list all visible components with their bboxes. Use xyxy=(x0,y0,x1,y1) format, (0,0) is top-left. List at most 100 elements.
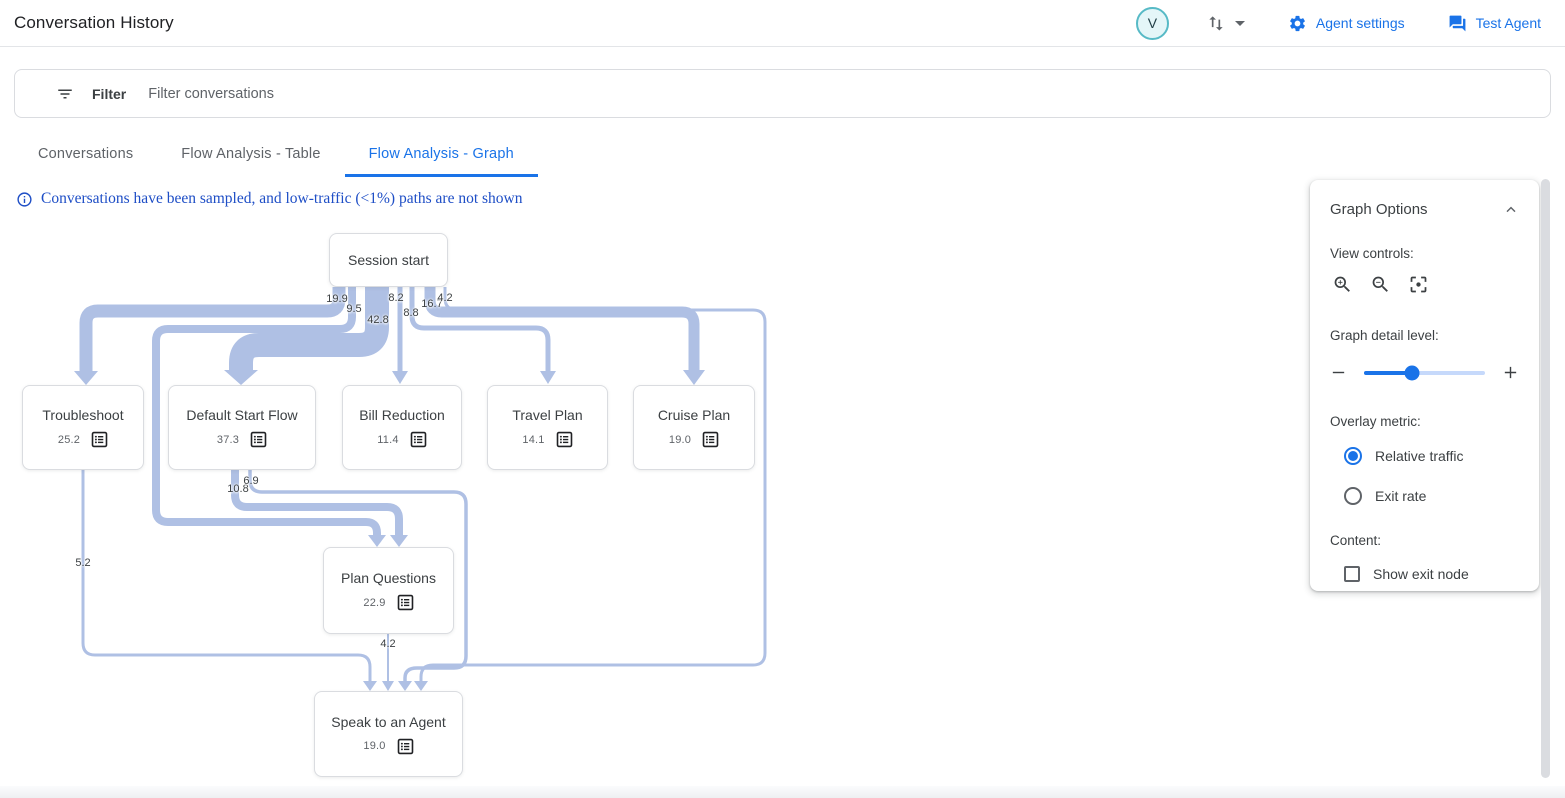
node-title: Session start xyxy=(348,252,429,268)
list-alt-icon[interactable] xyxy=(556,431,573,448)
top-bar-actions: V Agent settings Test Agent xyxy=(1135,6,1541,40)
edge-label: 10.8 xyxy=(227,483,249,495)
agent-settings-label: Agent settings xyxy=(1315,15,1405,31)
filter-conversations-input[interactable]: Filter conversations xyxy=(148,85,274,102)
node-value: 37.3 xyxy=(216,433,240,446)
node-title: Speak to an Agent xyxy=(331,713,446,730)
filter-bar[interactable]: Filter Filter conversations xyxy=(14,69,1551,118)
node-meta: 37.3 xyxy=(217,431,267,448)
radio-relative-traffic[interactable]: Relative traffic xyxy=(1344,447,1519,465)
node-title: Bill Reduction xyxy=(359,407,445,423)
node-troubleshoot[interactable]: Troubleshoot 25.2 xyxy=(22,385,144,470)
vertical-scrollbar[interactable] xyxy=(1541,179,1550,778)
agent-settings-button[interactable]: Agent settings xyxy=(1288,14,1405,33)
radio-icon-unselected[interactable] xyxy=(1344,487,1362,505)
node-meta: 19.0 xyxy=(363,738,413,755)
node-meta: 14.1 xyxy=(522,431,572,448)
edge-label: 8.8 xyxy=(403,307,419,319)
node-value: 11.4 xyxy=(377,433,399,446)
avatar[interactable]: V xyxy=(1135,6,1169,40)
arrow-troubleshoot xyxy=(74,371,98,385)
checkbox-icon[interactable] xyxy=(1344,566,1360,582)
checkbox-label: Show exit node xyxy=(1373,566,1469,582)
slider-thumb[interactable] xyxy=(1404,365,1420,380)
list-alt-icon[interactable] xyxy=(397,594,414,611)
edge-default-start-flow-to-plan-questions xyxy=(231,470,403,536)
radio-icon-selected[interactable] xyxy=(1344,447,1362,465)
flow-graph[interactable]: 19.9 9.5 42.8 8.2 8.8 16.7 4.2 10.8 6.9 … xyxy=(0,188,1300,798)
edge-session-start-to-default-start-flow xyxy=(229,287,389,371)
arrow-bill-reduction xyxy=(392,371,408,384)
list-alt-icon[interactable] xyxy=(410,431,427,448)
test-agent-label: Test Agent xyxy=(1475,15,1541,31)
edge-label: 6.9 xyxy=(243,475,259,487)
arrow-speak-center xyxy=(382,681,394,691)
arrow-speak-right-inner xyxy=(398,681,412,691)
sort-button[interactable] xyxy=(1206,13,1245,33)
plus-button[interactable] xyxy=(1502,364,1519,381)
node-default-start-flow[interactable]: Default Start Flow 37.3 xyxy=(168,385,316,470)
node-value: 22.9 xyxy=(363,596,386,609)
node-speak-to-an-agent[interactable]: Speak to an Agent 19.0 xyxy=(314,691,463,777)
tab-flow-analysis-table[interactable]: Flow Analysis - Table xyxy=(181,146,321,162)
edge-label: 4.2 xyxy=(380,638,396,650)
content-label: Content: xyxy=(1330,533,1382,548)
node-value: 14.1 xyxy=(522,433,545,446)
avatar-letter: V xyxy=(1147,15,1158,31)
graph-detail-label: Graph detail level: xyxy=(1330,328,1439,343)
tab-conversations[interactable]: Conversations xyxy=(38,146,134,162)
graph-options-title: Graph Options xyxy=(1330,201,1428,218)
sampling-notice: Conversations have been sampled, and low… xyxy=(16,190,1565,208)
graph-detail-slider xyxy=(1330,364,1519,381)
node-cruise-plan[interactable]: Cruise Plan 19.0 xyxy=(633,385,755,470)
radio-label: Relative traffic xyxy=(1375,448,1464,464)
tab-bar: Conversations Flow Analysis - Table Flow… xyxy=(14,134,1565,177)
node-meta: 11.4 xyxy=(377,431,426,448)
zoom-in-button[interactable] xyxy=(1332,274,1353,295)
edge-session-start-to-speak-to-an-agent xyxy=(419,287,767,682)
list-alt-icon[interactable] xyxy=(91,431,108,448)
slider-track[interactable] xyxy=(1364,365,1485,380)
arrow-plan-questions-right xyxy=(390,535,408,547)
info-icon xyxy=(16,191,33,208)
edge-label: 9.5 xyxy=(346,303,362,315)
zoom-out-button[interactable] xyxy=(1370,274,1391,295)
node-value: 19.0 xyxy=(363,740,386,752)
radio-exit-rate[interactable]: Exit rate xyxy=(1344,487,1519,505)
filter-label: Filter xyxy=(92,85,127,102)
node-meta: 25.2 xyxy=(58,431,108,448)
node-plan-questions[interactable]: Plan Questions 22.9 xyxy=(323,547,454,634)
node-title: Cruise Plan xyxy=(657,407,731,423)
node-bill-reduction[interactable]: Bill Reduction 11.4 xyxy=(342,385,462,470)
edge-default-start-flow-to-speak-to-an-agent xyxy=(248,470,468,681)
edge-label: 5.2 xyxy=(75,557,91,569)
collapse-panel-button[interactable] xyxy=(1503,202,1519,218)
edge-label: 4.2 xyxy=(437,292,453,304)
node-travel-plan[interactable]: Travel Plan 14.1 xyxy=(487,385,608,470)
tab-flow-analysis-graph[interactable]: Flow Analysis - Graph xyxy=(344,134,538,177)
minus-button[interactable] xyxy=(1330,364,1347,381)
list-alt-icon[interactable] xyxy=(397,738,414,755)
center-focus-button[interactable] xyxy=(1408,274,1429,295)
edge-session-start-to-cruise-plan xyxy=(424,287,700,371)
node-value: 25.2 xyxy=(57,433,81,446)
node-session-start[interactable]: Session start xyxy=(329,233,448,287)
arrow-default-start-flow xyxy=(224,370,258,385)
node-meta: 19.0 xyxy=(669,431,719,448)
list-alt-icon[interactable] xyxy=(702,431,719,448)
view-controls-label: View controls: xyxy=(1330,246,1414,261)
node-title: Plan Questions xyxy=(341,570,436,586)
caret-down-icon xyxy=(1234,20,1245,26)
gear-icon xyxy=(1288,14,1307,33)
slider-fill xyxy=(1364,370,1413,375)
edge-label: 8.2 xyxy=(388,292,404,304)
show-exit-node-option[interactable]: Show exit node xyxy=(1344,566,1519,582)
arrow-cruise-plan xyxy=(683,370,705,385)
radio-label: Exit rate xyxy=(1375,488,1427,504)
list-alt-icon[interactable] xyxy=(250,431,267,448)
test-agent-button[interactable]: Test Agent xyxy=(1448,14,1541,33)
edge-session-start-to-troubleshoot xyxy=(79,287,346,371)
chat-icon xyxy=(1448,14,1467,33)
arrow-travel-plan xyxy=(540,371,556,384)
